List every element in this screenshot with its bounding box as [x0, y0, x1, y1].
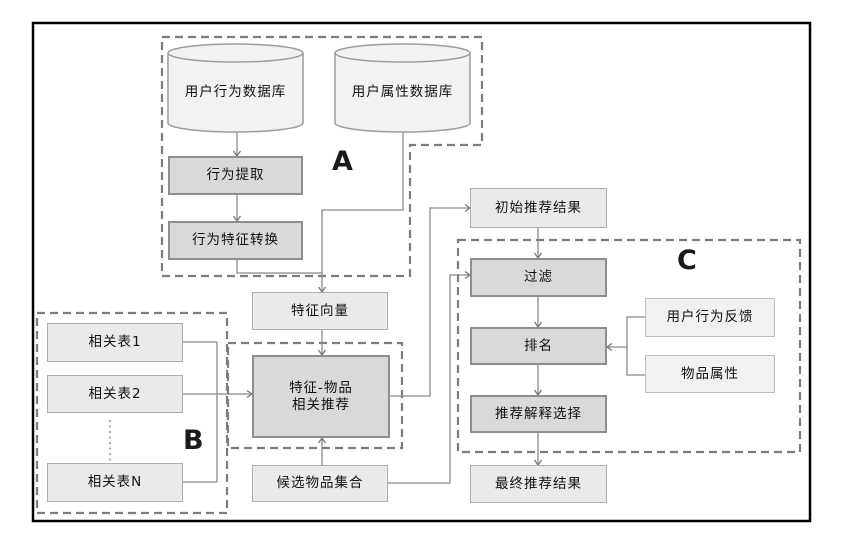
- edge-candidateset-filter: [388, 270, 472, 484]
- node-user-attribute-db: 用户属性数据库: [351, 84, 454, 100]
- user-behavior-db-cylinder: [167, 53, 304, 133]
- connectors: [183, 132, 645, 484]
- group-a-label: A: [332, 146, 353, 177]
- node-final-rec-result: 最终推荐结果: [470, 465, 607, 503]
- user-attribute-db-cylinder-top: [334, 43, 471, 63]
- node-ranking: 排名: [470, 327, 607, 365]
- node-candidate-item-set: 候选物品集合: [252, 465, 388, 502]
- group-c-label: C: [677, 245, 697, 276]
- user-behavior-db-cylinder-top: [167, 43, 304, 63]
- edge-feedback-attrs-merge: [626, 316, 645, 376]
- node-initial-rec-result: 初始推荐结果: [470, 188, 607, 228]
- database-shapes: [167, 43, 471, 133]
- group-b-label: B: [183, 425, 204, 456]
- node-user-behavior-feedback: 用户行为反馈: [645, 298, 775, 337]
- group-c-outline: [456, 238, 802, 454]
- edge-attributedb-featurevector: [317, 132, 404, 294]
- node-behavior-extraction: 行为提取: [168, 156, 303, 195]
- edge-relatedtables-merge: [183, 341, 218, 483]
- node-feature-vector: 特征向量: [252, 292, 388, 330]
- user-attribute-db-cylinder: [334, 53, 471, 133]
- edge-conversion-merge: [236, 260, 322, 274]
- node-filter: 过滤: [470, 258, 607, 297]
- group-a-outline: [160, 35, 484, 278]
- node-related-table-n: 相关表N: [47, 463, 183, 502]
- node-related-table-1: 相关表1: [47, 323, 183, 362]
- node-related-table-2: 相关表2: [47, 375, 183, 413]
- figure-border: [31, 21, 812, 523]
- node-rec-explanation-selection: 推荐解释选择: [470, 395, 607, 433]
- node-feature-item-recommendation-line2: 相关推荐: [292, 396, 350, 413]
- node-user-behavior-db: 用户行为数据库: [184, 84, 287, 100]
- node-item-attributes: 物品属性: [645, 355, 775, 393]
- node-behavior-feature-conversion: 行为特征转换: [168, 221, 303, 260]
- edge-featureitem-initialresult: [390, 203, 472, 397]
- node-feature-item-recommendation: 特征-物品 相关推荐: [252, 355, 390, 438]
- node-feature-item-recommendation-line1: 特征-物品: [289, 379, 353, 396]
